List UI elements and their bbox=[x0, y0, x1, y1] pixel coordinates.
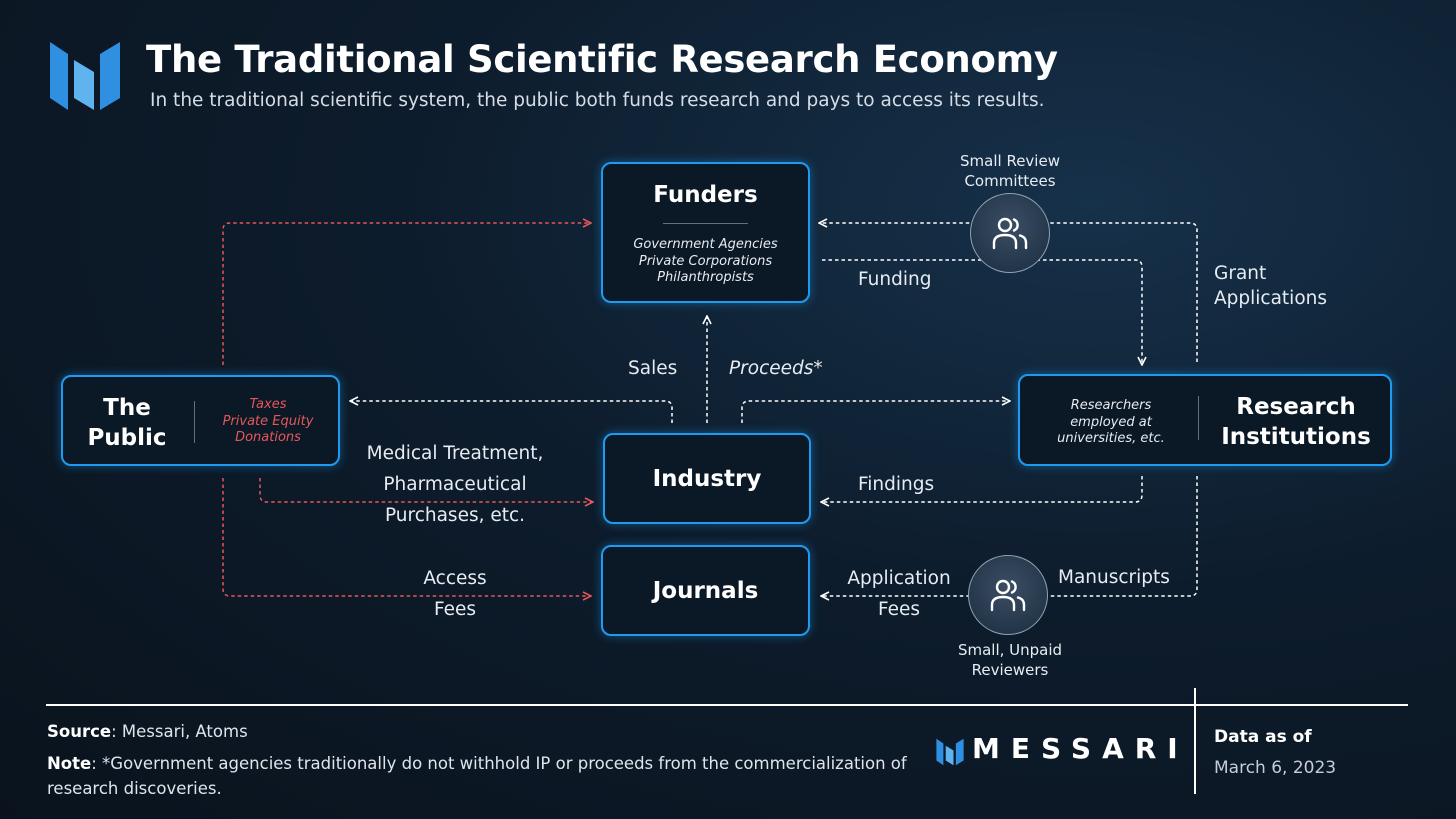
journals-title: Journals bbox=[652, 577, 759, 604]
public-item: Private Equity bbox=[222, 413, 314, 429]
connector-funders-to-research bbox=[822, 259, 1142, 365]
research-title: Research Institutions bbox=[1221, 394, 1371, 450]
research-divider bbox=[1198, 396, 1199, 440]
public-title: The Public bbox=[87, 395, 167, 451]
review-committee-group bbox=[970, 193, 1050, 273]
research-detail: Researchers employed at universities, et… bbox=[1057, 398, 1165, 446]
funders-title: Funders bbox=[653, 182, 758, 208]
label-funding: Funding bbox=[858, 269, 932, 290]
journals-box: Journals bbox=[601, 545, 810, 636]
industry-title: Industry bbox=[652, 465, 762, 492]
page-title: The Traditional Scientific Research Econ… bbox=[146, 38, 1058, 81]
page-subtitle: In the traditional scientific system, th… bbox=[150, 90, 1045, 111]
connector-industry-to-public bbox=[350, 401, 673, 423]
source-label: Source bbox=[47, 722, 112, 741]
brand-wordmark: MESSARI bbox=[972, 732, 1189, 765]
footer-divider bbox=[46, 704, 1408, 706]
people-icon bbox=[990, 579, 1026, 612]
funder-item: Philanthropists bbox=[657, 270, 754, 285]
funders-box: Funders Government Agencies Private Corp… bbox=[601, 162, 810, 303]
footer-note: Note: *Government agencies traditionally… bbox=[47, 751, 927, 801]
connector-research-to-journals bbox=[821, 476, 1198, 596]
label-grant-applications: Grant Applications bbox=[1214, 263, 1328, 309]
messari-logo bbox=[50, 42, 120, 110]
public-list: Taxes Private Equity Donations bbox=[205, 397, 331, 447]
label-findings: Findings bbox=[858, 474, 935, 495]
label-access-fees: Access Fees bbox=[423, 568, 487, 620]
label-sales: Sales bbox=[628, 358, 678, 379]
funders-list: Government Agencies Private Corporations… bbox=[603, 237, 808, 287]
label-medical-purchases: Medical Treatment, Pharmaceutical Purcha… bbox=[366, 443, 544, 526]
connector-public-to-industry bbox=[259, 478, 593, 502]
data-as-of-date: March 6, 2023 bbox=[1214, 758, 1337, 778]
note-label: Note bbox=[47, 754, 92, 773]
source-text: : Messari, Atoms bbox=[111, 722, 248, 741]
connector-industry-to-research bbox=[741, 401, 1010, 423]
footer-vertical-divider bbox=[1194, 688, 1196, 794]
label-unpaid-reviewers: Small, Unpaid Reviewers bbox=[957, 641, 1063, 679]
label-application-fees: Application Fees bbox=[847, 568, 951, 620]
funder-item: Government Agencies bbox=[633, 237, 778, 252]
public-divider bbox=[194, 401, 195, 443]
funder-item: Private Corporations bbox=[638, 253, 773, 269]
public-item: Taxes bbox=[249, 397, 287, 412]
public-item: Donations bbox=[235, 430, 301, 445]
connector-public-to-funders bbox=[222, 223, 591, 365]
connector-public-to-journals bbox=[222, 478, 591, 596]
messari-footer-logo bbox=[936, 738, 964, 766]
footer-source: Source: Messari, Atoms bbox=[47, 722, 248, 741]
research-institutions-box: Researchers employed at universities, et… bbox=[1018, 374, 1392, 466]
label-proceeds: Proceeds* bbox=[729, 358, 823, 379]
public-box: The Public Taxes Private Equity Donation… bbox=[61, 375, 340, 466]
data-as-of-label: Data as of bbox=[1214, 727, 1312, 747]
funders-divider bbox=[663, 223, 748, 224]
connector-research-to-funders bbox=[819, 223, 1198, 362]
people-icon bbox=[992, 217, 1028, 250]
unpaid-reviewers-group bbox=[968, 555, 1048, 635]
note-text: : *Government agencies traditionally do … bbox=[47, 754, 907, 798]
label-review-committees: Small Review Committees bbox=[960, 152, 1060, 190]
label-manuscripts: Manuscripts bbox=[1058, 567, 1170, 588]
industry-box: Industry bbox=[603, 433, 811, 524]
